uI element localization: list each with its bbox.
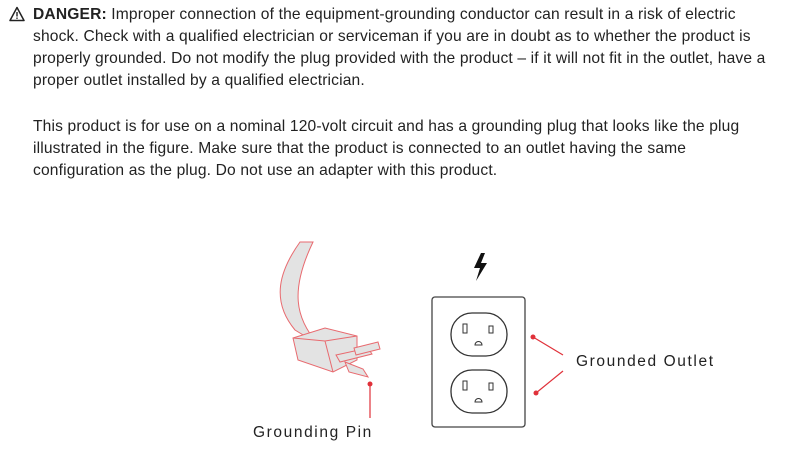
plug-icon xyxy=(279,241,381,378)
danger-text: Improper connection of the equipment-gro… xyxy=(33,6,766,89)
outlet-icon xyxy=(431,296,526,428)
grounded-outlet-label: Grounded Outlet xyxy=(576,353,715,370)
danger-label: DANGER: xyxy=(33,6,107,23)
danger-warning: DANGER: Improper connection of the equip… xyxy=(33,4,773,92)
warning-triangle-icon xyxy=(9,6,25,22)
circuit-paragraph: This product is for use on a nominal 120… xyxy=(33,118,740,179)
lightning-bolt-icon xyxy=(474,253,487,281)
grounding-pin-label: Grounding Pin xyxy=(253,424,373,441)
